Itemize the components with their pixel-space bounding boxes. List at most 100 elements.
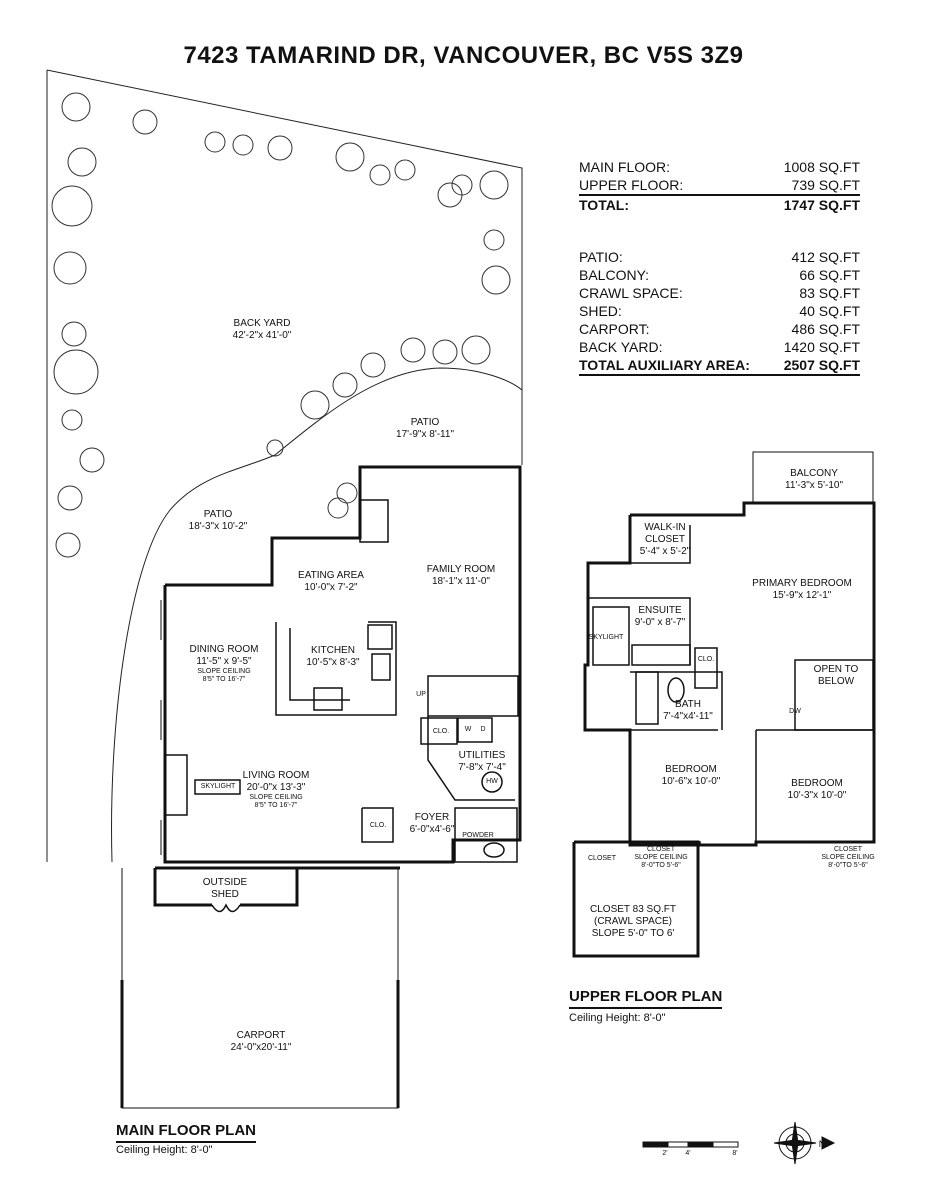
room-dimensions: 24'-0"x20'-11" xyxy=(230,1042,292,1053)
room-label-outside-shed: OUTSIDE SHED xyxy=(203,877,247,901)
room-note: 8'5" TO 16'-7" xyxy=(202,676,246,683)
lot-boundary xyxy=(46,69,523,465)
area-value: 1008 SQ.FT xyxy=(783,159,860,175)
patio-curve xyxy=(111,367,523,863)
plant xyxy=(327,497,349,519)
room-label-eating-area: EATING AREA 10'-0"x 7'-2" xyxy=(298,570,364,594)
ensuite-wall xyxy=(588,597,691,665)
area-value: 83 SQ.FT xyxy=(799,285,860,301)
stove xyxy=(313,687,343,711)
room-note: SLOPE CEILING xyxy=(197,668,251,675)
kitchen-counter xyxy=(275,621,397,716)
compass-icon xyxy=(773,1121,836,1165)
balcony-outline xyxy=(752,451,874,503)
bath-tub xyxy=(635,671,659,725)
room-dimensions: 11'-3"x 5'-10" xyxy=(785,480,843,491)
shrub xyxy=(61,92,91,122)
area-label: SHED: xyxy=(579,303,622,319)
powder-room xyxy=(454,807,518,863)
plant xyxy=(483,229,505,251)
shrub xyxy=(67,147,97,177)
room-name: WALK-IN xyxy=(644,522,686,533)
shed-wall xyxy=(153,868,212,907)
plant xyxy=(461,335,491,365)
room-label-ensuite: ENSUITE 9'-0" x 8'-7" xyxy=(635,605,685,629)
area-row: CRAWL SPACE: 83 SQ.FT xyxy=(579,284,860,302)
closet-mid xyxy=(630,841,701,845)
room-label-family-room: FAMILY ROOM 18'-1"x 11'-0" xyxy=(427,564,496,588)
fridge xyxy=(367,624,393,650)
room-label-dining-room: DINING ROOM 11'-5" x 9'-5" SLOPE CEILING… xyxy=(190,644,259,684)
shrub xyxy=(437,182,463,208)
room-dimensions: 15'-9"x 12'-1" xyxy=(772,590,832,601)
area-row: BALCONY: 66 SQ.FT xyxy=(579,266,860,284)
room-name: SHED xyxy=(211,889,239,900)
shed-doors xyxy=(211,903,241,913)
room-label-utilities: UTILITIES 7'-8"x 7'-4" xyxy=(458,750,506,774)
room-note: 8'5" TO 16'-7" xyxy=(254,802,298,809)
shrub xyxy=(335,142,365,172)
shrub xyxy=(267,135,293,161)
tag-dw: DW xyxy=(789,708,801,715)
fireplace-family xyxy=(359,499,389,543)
room-label-crawl-closet: CLOSET 83 SQ.FT (CRAWL SPACE) SLOPE 5'-0… xyxy=(590,904,676,940)
tag-washer: W xyxy=(464,726,472,733)
tag-skylight: SKYLIGHT xyxy=(200,783,236,790)
main-floor-exterior-wall xyxy=(163,465,522,864)
utility-closet xyxy=(420,717,458,745)
tag-hot-water: HW xyxy=(486,778,498,785)
utilities-wall xyxy=(427,716,515,801)
upper-stairs xyxy=(794,659,874,731)
room-dimensions: 10'-3"x 10'-0" xyxy=(787,790,847,801)
tree xyxy=(53,349,99,395)
room-note: SLOPE 5'-0" TO 6' xyxy=(591,928,675,939)
shrub xyxy=(481,265,511,295)
room-dimensions: 10'-6"x 10'-0" xyxy=(661,776,721,787)
shrub xyxy=(479,170,509,200)
area-value: 2507 SQ.FT xyxy=(783,357,860,373)
room-dimensions: 18'-1"x 11'-0" xyxy=(432,576,490,587)
scale-mark: 4' xyxy=(685,1150,691,1157)
area-label: PATIO: xyxy=(579,249,623,265)
room-dimensions: 17'-9"x 8'-11" xyxy=(396,429,454,440)
tag-powder: POWDER xyxy=(462,832,494,839)
room-name: OPEN TO xyxy=(813,664,859,675)
room-name: CLOSET xyxy=(833,846,863,853)
area-row: PATIO: 412 SQ.FT xyxy=(579,248,860,266)
area-value: 1420 SQ.FT xyxy=(783,339,860,355)
room-dimensions: 6'-0"x4'-6" xyxy=(409,824,455,835)
room-name: CLOSET 83 SQ.FT xyxy=(590,904,676,915)
room-name: BALCONY xyxy=(790,468,838,479)
room-label-patio-left: PATIO 18'-3"x 10'-2" xyxy=(189,509,248,533)
room-name: LIVING ROOM xyxy=(242,770,310,781)
bath-toilet xyxy=(667,677,685,703)
room-label-balcony: BALCONY 11'-3"x 5'-10" xyxy=(785,468,843,492)
plant xyxy=(266,439,284,457)
room-label-back-yard: BACK YARD 42'-2"x 41'-0" xyxy=(233,318,292,342)
room-name: ENSUITE xyxy=(638,605,682,616)
plant xyxy=(132,109,158,135)
room-dimensions: 11'-5" x 9'-5" xyxy=(196,656,252,667)
area-row: CARPORT: 486 SQ.FT xyxy=(579,320,860,338)
area-value: 412 SQ.FT xyxy=(791,249,860,265)
landscaping xyxy=(51,92,511,558)
room-name: CLOSET xyxy=(646,846,676,853)
shrub xyxy=(53,251,87,285)
auxiliary-area-table: PATIO: 412 SQ.FT BALCONY: 66 SQ.FT CRAWL… xyxy=(579,248,860,376)
plant xyxy=(300,390,330,420)
room-name: BATH xyxy=(675,699,701,710)
room-name: KITCHEN xyxy=(311,645,355,656)
room-label-bedroom-right: BEDROOM 10'-3"x 10'-0" xyxy=(788,778,847,802)
room-label-foyer: FOYER 6'-0"x4'-6" xyxy=(410,812,455,836)
area-label: CRAWL SPACE: xyxy=(579,285,683,301)
plant xyxy=(400,337,426,363)
area-row: BACK YARD: 1420 SQ.FT xyxy=(579,338,860,356)
tag-up: UP xyxy=(416,691,426,698)
ensuite-vanity xyxy=(631,644,691,666)
room-label-closet-mid: CLOSET SLOPE CEILING 8'-0"TO 5'-6" xyxy=(634,846,687,870)
room-name: UTILITIES xyxy=(458,750,506,761)
property-address: 7423 TAMARIND DR, VANCOUVER, BC V5S 3Z9 xyxy=(183,42,744,69)
shrub xyxy=(204,131,226,153)
plant xyxy=(332,372,358,398)
